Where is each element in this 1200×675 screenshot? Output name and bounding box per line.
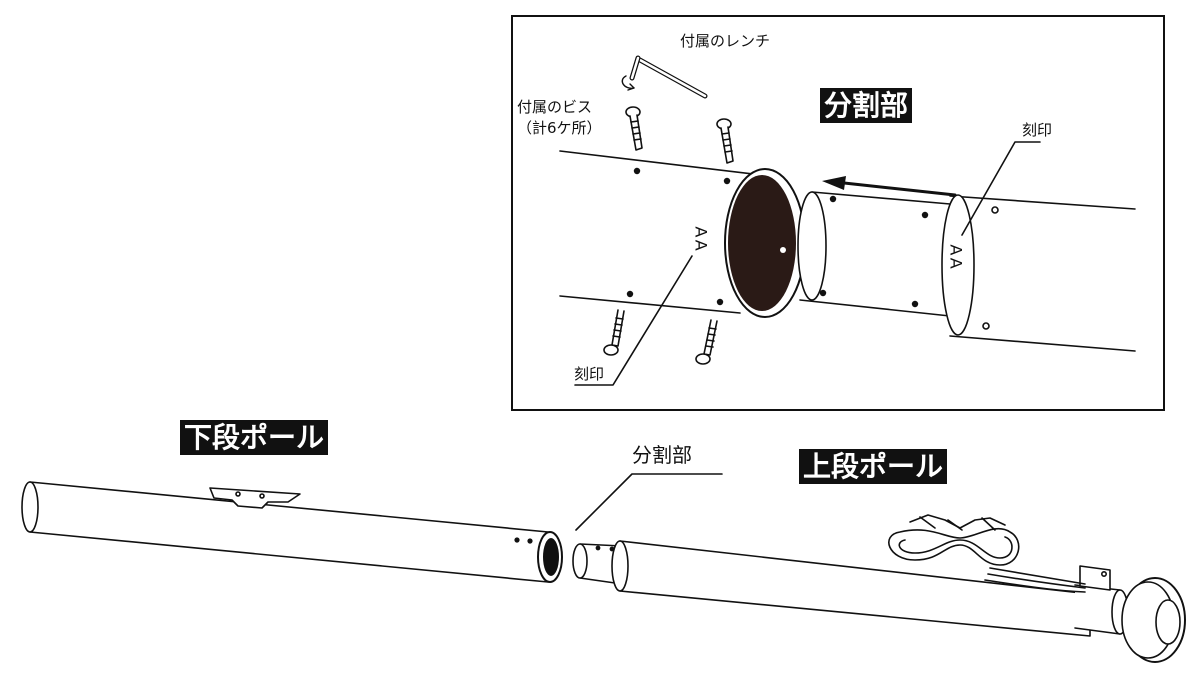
mark-label-left: 刻印 — [574, 365, 605, 383]
joint-label: 分割部 — [632, 443, 692, 467]
inset-title: 分割部 — [820, 88, 913, 123]
wrench-label: 付属のレンチ — [680, 32, 771, 50]
mark-label-right: 刻印 — [1022, 121, 1053, 139]
screw-label-line2: （計6ケ所） — [517, 119, 602, 137]
upper-pole-title: 上段ポール — [799, 449, 948, 484]
screw-bottom-right — [695, 319, 718, 365]
inset-detail — [559, 55, 1136, 386]
screw-top-right — [716, 118, 734, 164]
joint-leader-line — [575, 473, 723, 531]
lower-pole-title: 下段ポール — [180, 420, 329, 455]
upper-pole — [572, 514, 1186, 663]
lower-pole — [21, 481, 563, 583]
engraved-mark-left: AA — [691, 226, 711, 253]
screw-label-line1: 付属のビス — [517, 98, 593, 116]
engraved-mark-right: AA — [946, 244, 966, 271]
mark-leader-right — [961, 141, 1041, 236]
inset-frame — [511, 15, 1165, 411]
mark-leader-left — [574, 255, 693, 386]
screw-top-left — [625, 106, 643, 151]
screw-bottom-left — [603, 309, 625, 356]
